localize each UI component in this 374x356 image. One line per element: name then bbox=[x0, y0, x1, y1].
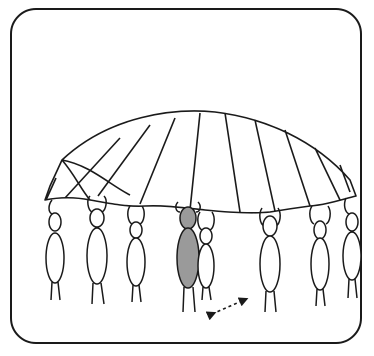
movement-arrow-icon bbox=[205, 297, 249, 321]
highlighted-person bbox=[175, 201, 201, 313]
parachute-canopy bbox=[44, 110, 357, 214]
people-group bbox=[45, 195, 362, 313]
person bbox=[86, 195, 108, 305]
person bbox=[126, 205, 146, 303]
person bbox=[342, 197, 362, 299]
person bbox=[45, 199, 65, 301]
person bbox=[259, 207, 281, 313]
person bbox=[197, 211, 215, 301]
person bbox=[309, 205, 331, 307]
